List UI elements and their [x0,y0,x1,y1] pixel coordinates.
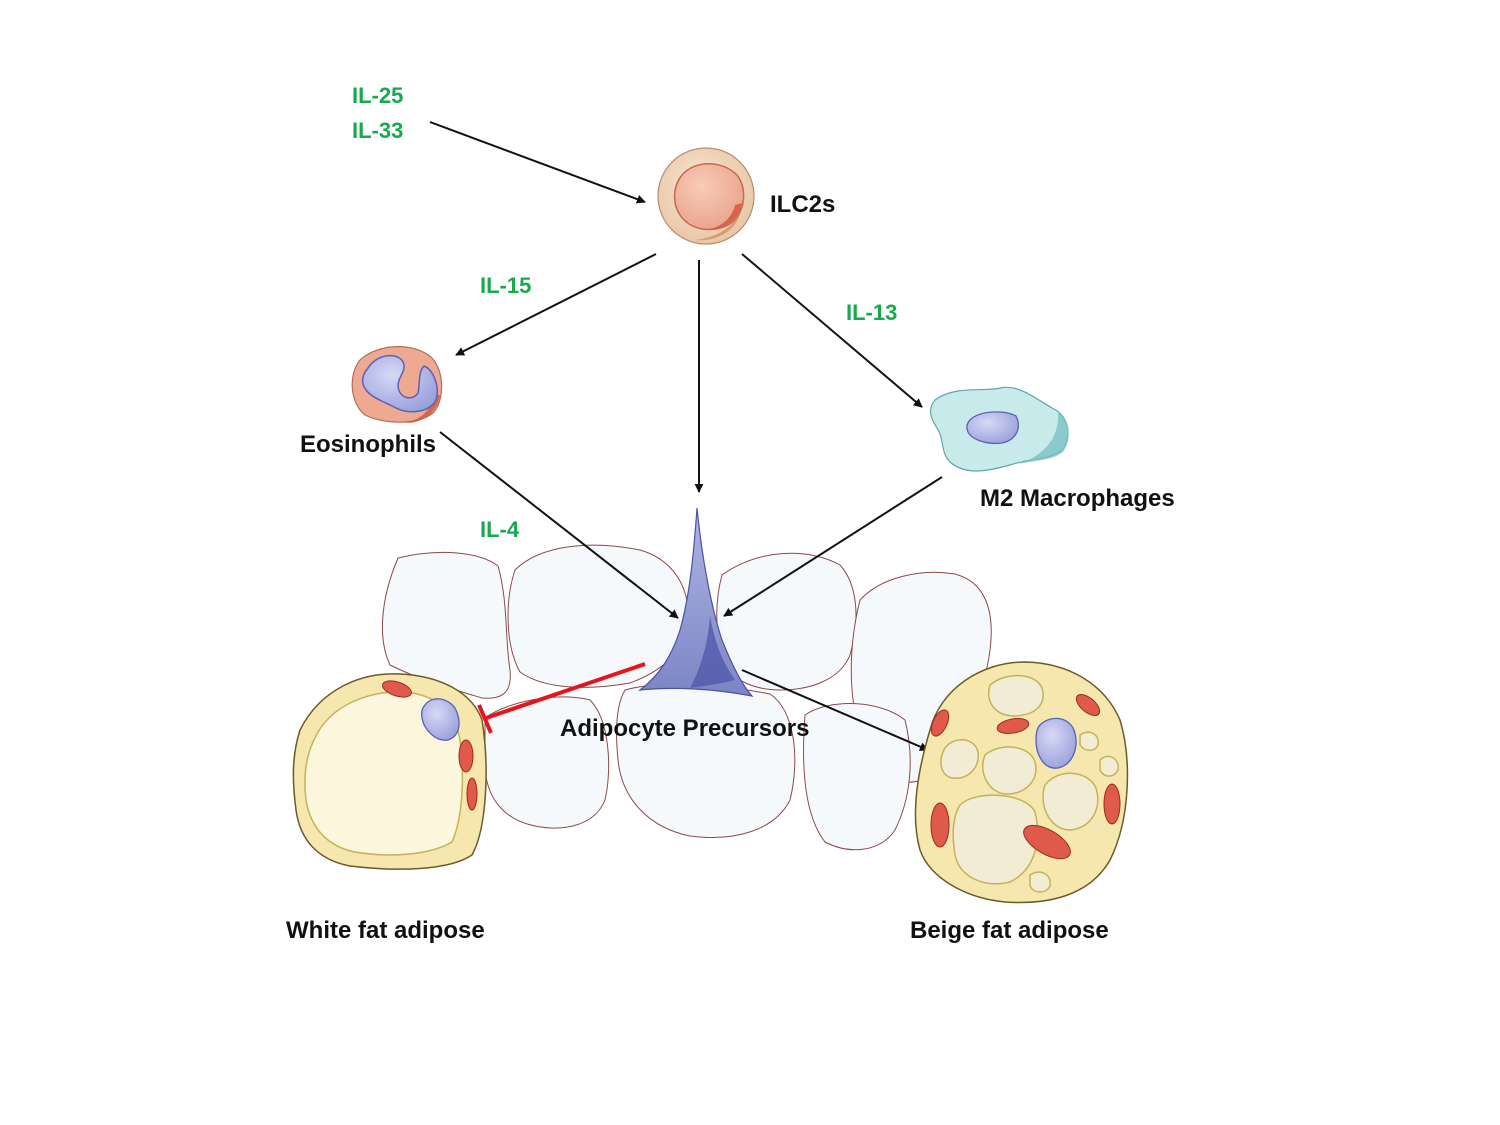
label-il33: IL-33 [352,118,403,143]
inhibition-arrow-adipocyte-precursors-to-white-fat [477,662,646,734]
arrow-m2-macrophages-to-adipocyte-precursors [723,476,943,617]
m2-macrophage-cell-icon [930,386,1069,472]
label-il13: IL-13 [846,300,897,325]
label-il4: IL-4 [480,517,520,542]
eosinophil-cell-icon [351,346,443,424]
arrows [429,121,943,751]
label-beige-fat-adipose: Beige fat adipose [910,917,1109,944]
adipocyte-precursor-cell-icon [637,507,754,697]
label-adipocyte-precursors: Adipocyte Precursors [560,715,809,742]
white-fat-adipocyte-icon [292,673,487,870]
arrow-adipocyte-precursors-to-beige-fat [741,669,929,751]
label-ilc2s: ILC2s [770,191,835,218]
ilc2-cell-icon [657,147,755,245]
arrow-ilc2s-to-eosinophils [455,253,657,356]
background-tissue [382,544,992,851]
label-white-fat-adipose: White fat adipose [286,917,485,944]
label-il25: IL-25 [352,83,403,108]
label-m2-macrophages: M2 Macrophages [980,485,1175,512]
label-il15: IL-15 [480,273,531,298]
arrow-il25-il33-to-ilc2s [429,121,646,204]
arrow-ilc2s-to-m2-macrophages [741,253,923,408]
beige-fat-adipocyte-icon [914,661,1129,904]
label-eosinophils: Eosinophils [300,431,436,458]
arrow-eosinophils-to-adipocyte-precursors [439,431,679,619]
labels: IL-25 IL-33 ILC2s IL-15 IL-13 Eosinophil… [286,83,1175,944]
